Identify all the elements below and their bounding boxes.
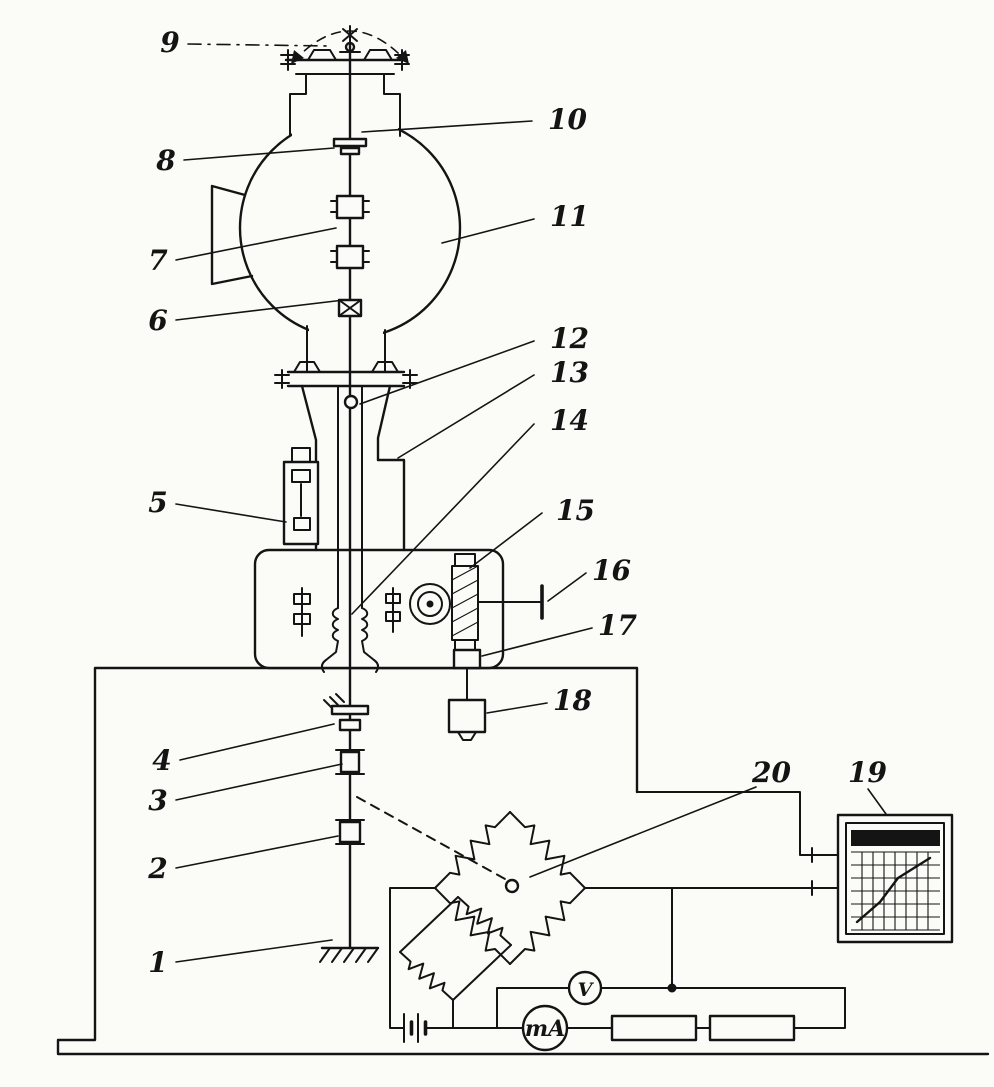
specimen-box-lower [330,244,370,270]
callout-4: 4 [152,723,335,777]
milliammeter-label: mA [525,1016,565,1042]
measuring-circuit: mA V [356,791,954,1052]
viewport-port [210,184,254,286]
callout-17-label: 17 [598,609,637,642]
callout-12-label: 12 [550,322,589,355]
callout-7: 7 [148,227,337,277]
callout-14-label: 14 [550,404,589,437]
callout-9-label: 9 [160,26,179,59]
housing-stud-right [385,587,401,633]
housing-stud-left [293,587,311,637]
rotation-indicator-icon [291,25,409,64]
rod-coupling-6 [337,298,363,318]
callout-5-label: 5 [148,486,167,519]
callout-10: 10 [361,103,587,136]
machine-base [56,666,990,1056]
sensor-18 [447,667,487,741]
callout-6: 6 [148,299,345,337]
callout-11: 11 [441,200,589,244]
junction-dot [667,983,677,993]
clamp-assembly [282,447,320,546]
rheostat-box-2 [708,1014,796,1042]
callout-9: 9 [160,26,331,59]
callout-16-label: 16 [592,554,631,587]
ball-joint-12 [343,394,359,410]
callout-3: 3 [148,763,343,817]
callout-2: 2 [147,835,339,885]
callout-8-label: 8 [155,144,175,177]
bellows [320,607,380,673]
callout-11-label: 11 [550,200,589,233]
callout-1: 1 [148,939,333,979]
callout-3-label: 3 [148,784,167,817]
battery [403,1013,428,1043]
callout-18: 18 [486,684,592,717]
callout-19-label: 19 [848,756,887,789]
rod-coupling-3 [335,749,365,775]
rod-coupling-8 [332,137,368,156]
callout-17: 17 [481,609,637,657]
drive-housing [253,548,505,673]
callout-19: 19 [848,756,887,815]
circuit-wires [389,791,846,1029]
callout-13: 13 [397,356,589,459]
callout-20-label: 20 [751,756,791,789]
callout-6-label: 6 [148,304,167,337]
callout-16: 16 [547,554,631,602]
callout-15: 15 [469,494,595,569]
callouts: 1 2 3 4 5 6 7 8 [147,26,887,979]
rheostat-box-1 [610,1014,698,1042]
bridge-center-pivot [504,878,520,894]
connector-17 [452,648,482,670]
terminal-handle-16 [477,584,544,620]
ground-anchor [319,946,380,963]
callout-5: 5 [148,486,287,523]
callout-2-label: 2 [147,852,167,885]
callout-15-label: 15 [556,494,595,527]
wheatstone-bridge [434,811,586,965]
callout-14: 14 [351,404,589,615]
callout-4-label: 4 [152,744,171,777]
lower-flange [274,325,418,389]
milliammeter: mA [521,1004,569,1052]
voltmeter: V [567,970,603,1006]
callout-8: 8 [155,144,335,177]
callout-18-label: 18 [553,684,592,717]
mechanical-link-dashed [356,796,506,880]
chart-recorder [836,813,954,944]
rod-coupling-2 [335,819,365,845]
rod-coupling-4 [323,693,370,732]
callout-10-label: 10 [548,103,587,136]
induction-coil [409,583,451,625]
callout-12: 12 [359,322,589,405]
specimen-box-upper [330,194,370,220]
callout-1-label: 1 [148,946,167,979]
callout-7-label: 7 [148,244,168,277]
compensation-resistors [399,896,512,1029]
callout-20: 20 [529,756,791,878]
voltmeter-label: V [578,979,595,1001]
recorder-trace [855,856,932,924]
callout-13-label: 13 [550,356,589,389]
